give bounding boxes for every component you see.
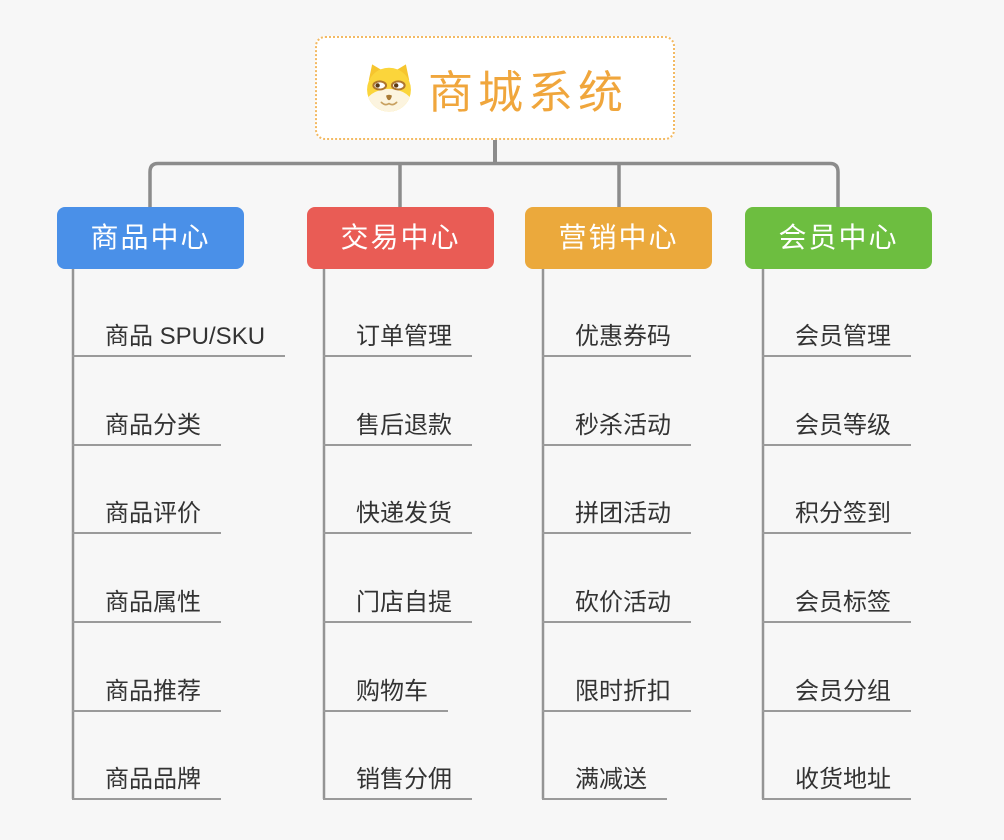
tree-leaf-item[interactable]: 门店自提: [323, 583, 472, 623]
tree-leaf-item[interactable]: 商品 SPU/SKU: [72, 317, 286, 357]
tree-leaf-item[interactable]: 优惠券码: [542, 317, 691, 357]
tree-leaf-item[interactable]: 秒杀活动: [542, 406, 691, 446]
root-title: 商城系统: [427, 66, 628, 118]
tree-leaf-item[interactable]: 积分签到: [762, 494, 911, 534]
branch-pill-marketing-center[interactable]: 营销中心: [525, 207, 712, 269]
tree-leaf-item[interactable]: 订单管理: [323, 317, 472, 357]
branch-pill-product-center[interactable]: 商品中心: [57, 207, 244, 269]
tree-leaf-item[interactable]: 限时折扣: [542, 672, 691, 712]
tree-leaf-item[interactable]: 商品推荐: [72, 672, 221, 712]
tree-leaf-item[interactable]: 拼团活动: [542, 494, 691, 534]
tree-leaf-item[interactable]: 售后退款: [323, 406, 472, 446]
tree-leaf-item[interactable]: 收货地址: [762, 760, 911, 800]
tree-leaf-item[interactable]: 快递发货: [323, 494, 472, 534]
tree-leaf-item[interactable]: 商品属性: [72, 583, 221, 623]
tree-leaf-item[interactable]: 会员分组: [762, 672, 911, 712]
branch-pill-member-center[interactable]: 会员中心: [745, 207, 932, 269]
tree-leaf-item[interactable]: 会员管理: [762, 317, 911, 357]
tree-leaf-item[interactable]: 砍价活动: [542, 583, 691, 623]
dog-face-icon: [367, 64, 411, 112]
tree-leaf-item[interactable]: 销售分佣: [323, 760, 472, 800]
tree-leaf-item[interactable]: 购物车: [323, 672, 448, 712]
tree-leaf-item[interactable]: 商品评价: [72, 494, 221, 534]
rail-line: [148, 161, 840, 207]
branch-pill-trade-center[interactable]: 交易中心: [307, 207, 494, 269]
tree-leaf-item[interactable]: 会员等级: [762, 406, 911, 446]
root-node[interactable]: 商城系统: [315, 36, 675, 140]
tree-leaf-item[interactable]: 满减送: [542, 760, 667, 800]
tree-leaf-item[interactable]: 商品分类: [72, 406, 221, 446]
tree-leaf-item[interactable]: 商品品牌: [72, 760, 221, 800]
tree-leaf-item[interactable]: 会员标签: [762, 583, 911, 623]
